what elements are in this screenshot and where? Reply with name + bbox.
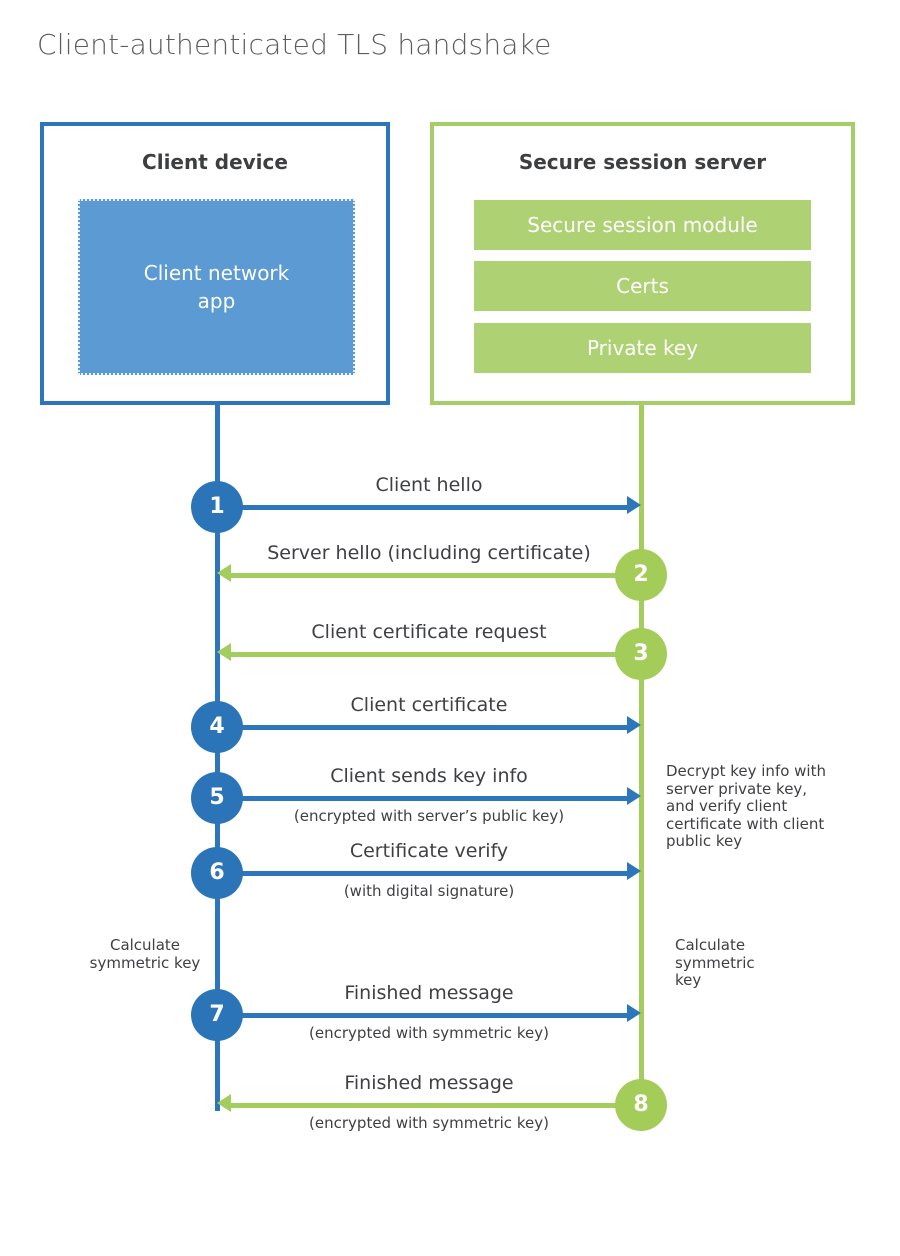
client-device-box: Client device Client network app — [40, 122, 390, 405]
step-1-label: Client hello — [375, 474, 483, 496]
server-module-certs: Certs — [474, 261, 811, 311]
client-lifeline — [215, 405, 220, 1111]
server-lifeline — [639, 405, 644, 1105]
step-5-sublabel: (encrypted with server’s public key) — [293, 807, 565, 825]
secure-session-server-box: Secure session server Secure session mod… — [430, 122, 855, 405]
step-4-arrow — [219, 725, 627, 730]
decrypt-key-note: Decrypt key info with server private key… — [666, 762, 826, 850]
step-6-sublabel: (with digital signature) — [343, 882, 515, 900]
calculate-symmetric-key-client-note: Calculate symmetric key — [89, 936, 201, 972]
step-8-arrow — [231, 1103, 639, 1108]
step-1-arrow — [219, 505, 627, 510]
server-module-secure-session: Secure session module — [474, 200, 811, 250]
arrow-left-icon — [217, 564, 231, 582]
step-6-badge: 6 — [191, 847, 243, 899]
step-3-arrow — [231, 652, 639, 657]
arrow-right-icon — [627, 496, 641, 514]
arrow-left-icon — [217, 643, 231, 661]
step-8-label: Finished message — [344, 1072, 514, 1094]
step-7-badge: 7 — [191, 989, 243, 1041]
step-5-label: Client sends key info — [330, 765, 528, 787]
arrow-left-icon — [217, 1094, 231, 1112]
step-6-arrow — [219, 871, 627, 876]
step-2-badge: 2 — [615, 549, 667, 601]
step-2-arrow — [231, 573, 639, 578]
diagram-title: Client-authenticated TLS handshake — [37, 28, 552, 61]
step-5-arrow — [219, 796, 627, 801]
server-module-private-key: Private key — [474, 323, 811, 373]
client-network-app-label: Client network app — [143, 261, 290, 313]
step-1-badge: 1 — [191, 481, 243, 533]
client-network-app-box: Client network app — [78, 199, 355, 375]
server-header: Secure session server — [518, 150, 767, 174]
client-device-header: Client device — [142, 150, 288, 174]
step-6-label: Certificate verify — [349, 840, 509, 862]
step-4-badge: 4 — [191, 701, 243, 753]
arrow-right-icon — [627, 787, 641, 805]
step-3-label: Client certificate request — [311, 621, 547, 643]
step-7-arrow — [219, 1013, 627, 1018]
calculate-symmetric-key-server-note: Calculate symmetric key — [675, 936, 755, 989]
step-3-badge: 3 — [615, 628, 667, 680]
step-4-label: Client certificate — [350, 694, 508, 716]
step-5-badge: 5 — [191, 772, 243, 824]
arrow-right-icon — [627, 862, 641, 880]
step-7-sublabel: (encrypted with symmetric key) — [309, 1024, 549, 1042]
step-7-label: Finished message — [344, 982, 514, 1004]
step-8-sublabel: (encrypted with symmetric key) — [309, 1114, 549, 1132]
step-8-badge: 8 — [615, 1079, 667, 1131]
arrow-right-icon — [627, 1004, 641, 1022]
step-2-label: Server hello (including certificate) — [267, 542, 591, 564]
arrow-right-icon — [627, 716, 641, 734]
